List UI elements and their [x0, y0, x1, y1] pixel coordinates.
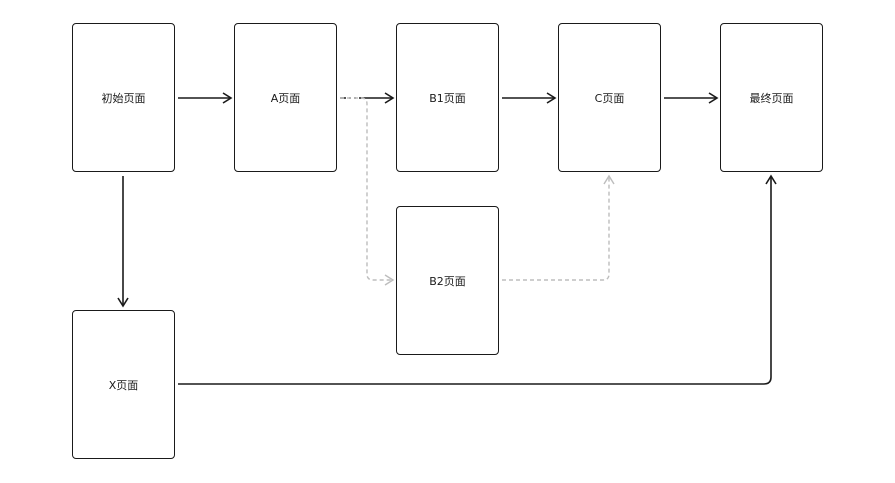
node-end-label: 最终页面	[749, 91, 794, 105]
node-b2-page[interactable]: B2页面	[396, 206, 499, 355]
node-c-label: C页面	[594, 91, 625, 105]
node-b1-page[interactable]: B1页面	[396, 23, 499, 172]
node-b2-label: B2页面	[429, 274, 466, 288]
node-x-label: X页面	[108, 378, 139, 392]
edge-b2-to-c	[502, 174, 615, 281]
edge-x-to-end	[178, 174, 777, 385]
node-b1-label: B1页面	[429, 91, 466, 105]
node-a-page[interactable]: A页面	[234, 23, 337, 172]
node-x-page[interactable]: X页面	[72, 310, 175, 459]
edge-a-to-b2	[340, 97, 395, 286]
node-start-page[interactable]: 初始页面	[72, 23, 175, 172]
node-a-label: A页面	[270, 91, 301, 105]
node-end-page[interactable]: 最终页面	[720, 23, 823, 172]
node-start-label: 初始页面	[101, 91, 146, 105]
node-c-page[interactable]: C页面	[558, 23, 661, 172]
